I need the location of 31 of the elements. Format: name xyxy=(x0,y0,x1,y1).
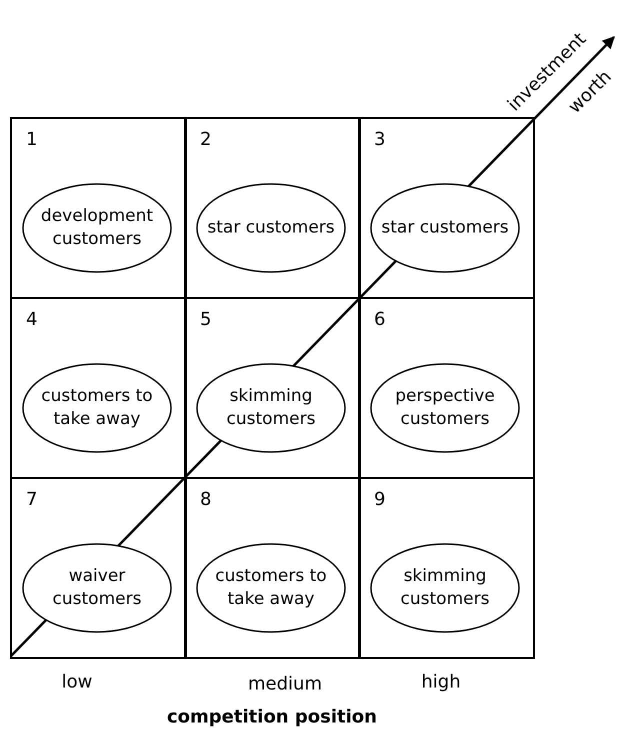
ellipse-label: star customers xyxy=(206,216,336,240)
cell-number: 6 xyxy=(374,311,386,329)
grid-cell xyxy=(358,477,535,659)
grid-cell xyxy=(184,477,361,659)
ellipse-label: waiver customers xyxy=(52,565,142,611)
cell-number: 9 xyxy=(374,491,386,509)
cell-number: 4 xyxy=(26,311,38,329)
grid-cell xyxy=(358,117,535,299)
ellipse-label: customers to take away xyxy=(40,385,154,431)
ellipse-label: development customers xyxy=(40,205,154,251)
ellipse-label: skimming customers xyxy=(400,565,490,611)
ellipse-label: perspective customers xyxy=(394,385,496,431)
cell-number: 8 xyxy=(200,491,212,509)
ellipse-label: star customers xyxy=(380,216,510,240)
grid-cell xyxy=(10,117,187,299)
grid-cell xyxy=(10,297,187,479)
grid-cell xyxy=(184,117,361,299)
column-label: medium xyxy=(248,674,322,694)
grid-cell xyxy=(184,297,361,479)
grid-cell xyxy=(358,297,535,479)
grid-cell xyxy=(10,477,187,659)
column-label: high xyxy=(421,672,461,692)
column-label: low xyxy=(62,672,92,692)
ellipse-label: customers to take away xyxy=(214,565,328,611)
cell-number: 3 xyxy=(374,131,386,149)
cell-number: 1 xyxy=(26,131,38,149)
ellipse-label: skimming customers xyxy=(226,385,316,431)
axis-title: competition position xyxy=(167,706,377,728)
cell-number: 5 xyxy=(200,311,212,329)
cell-number: 2 xyxy=(200,131,212,149)
cell-number: 7 xyxy=(26,491,38,509)
